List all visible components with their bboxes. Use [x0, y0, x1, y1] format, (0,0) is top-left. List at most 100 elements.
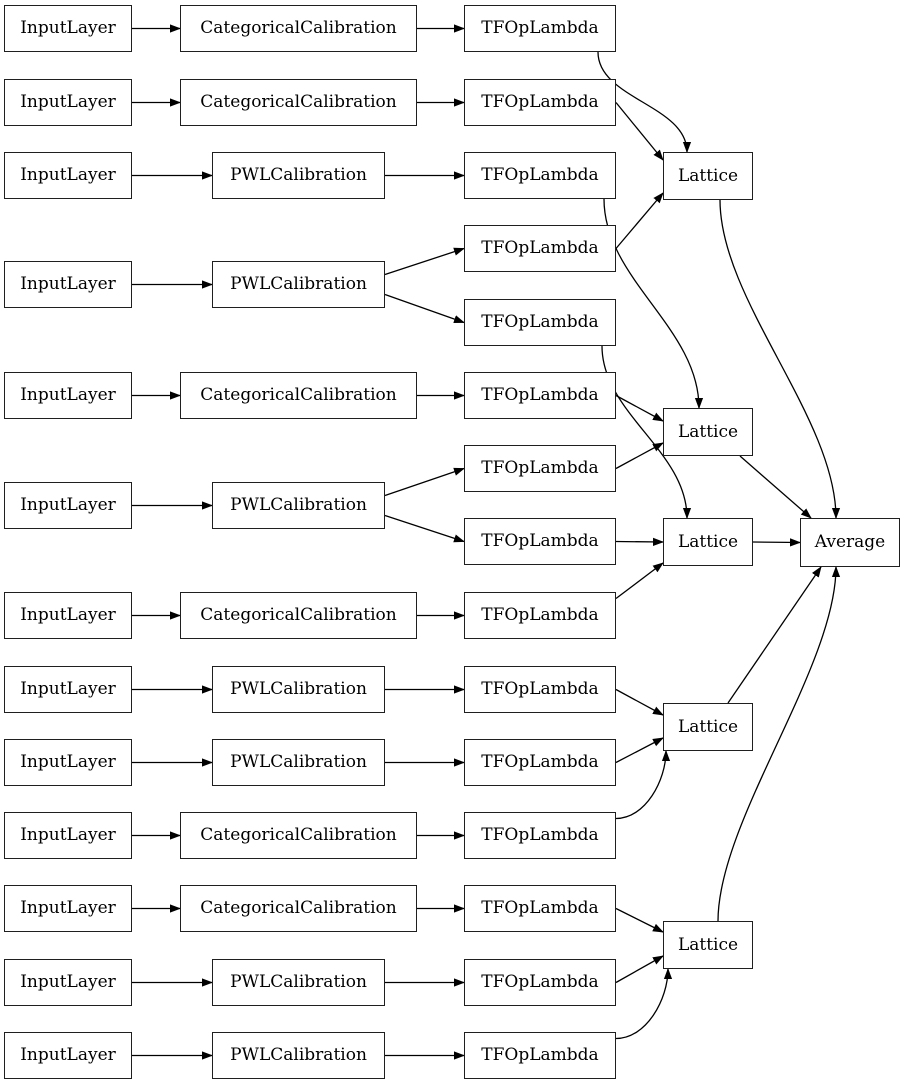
edge-lattice-4-to-average — [727, 566, 822, 704]
node-label: CategoricalCalibration — [200, 605, 397, 625]
node-calib-2: CategoricalCalibration — [180, 79, 417, 126]
node-calib-12: PWLCalibration — [212, 959, 385, 1006]
node-label: TFOpLambda — [481, 531, 599, 551]
node-label: Lattice — [677, 531, 739, 552]
node-calib-10: CategoricalCalibration — [180, 812, 417, 859]
node-calib-5: CategoricalCalibration — [180, 372, 417, 419]
edge-lambda-3-to-lattice-2 — [603, 198, 704, 409]
node-lambda-9: TFOpLambda — [464, 592, 616, 639]
edge-lattice-5-to-average — [717, 566, 841, 922]
edge-lambda-12-to-lattice-4 — [615, 750, 671, 820]
node-label: TFOpLambda — [481, 165, 599, 185]
edge-lambda-15-to-lattice-5 — [615, 968, 673, 1040]
node-input-11: InputLayer — [4, 885, 132, 932]
node-lambda-10: TFOpLambda — [464, 666, 616, 713]
node-label: TFOpLambda — [481, 752, 599, 772]
node-label: TFOpLambda — [481, 458, 599, 478]
node-lambda-13: TFOpLambda — [464, 885, 616, 932]
node-input-2: InputLayer — [4, 79, 132, 126]
node-calib-8: PWLCalibration — [212, 666, 385, 713]
node-label: Lattice — [677, 716, 739, 737]
node-label: TFOpLambda — [481, 238, 599, 258]
node-lambda-4: TFOpLambda — [464, 225, 616, 272]
node-input-1: InputLayer — [4, 5, 132, 52]
node-label: InputLayer — [20, 165, 116, 185]
edge-calib-6-to-lambda-7 — [384, 467, 465, 497]
node-input-10: InputLayer — [4, 812, 132, 859]
edge-lambda-14-to-lattice-5 — [615, 955, 664, 984]
node-input-9: InputLayer — [4, 739, 132, 786]
node-lambda-1: TFOpLambda — [464, 5, 616, 52]
edge-lambda-13-to-lattice-5 — [615, 907, 664, 933]
node-label: TFOpLambda — [481, 898, 599, 918]
node-label: InputLayer — [20, 752, 116, 772]
node-calib-13: PWLCalibration — [212, 1032, 385, 1079]
node-label: PWLCalibration — [230, 752, 367, 772]
node-calib-11: CategoricalCalibration — [180, 885, 417, 932]
node-label: CategoricalCalibration — [200, 385, 397, 405]
node-label: CategoricalCalibration — [200, 825, 397, 845]
node-label: InputLayer — [20, 92, 116, 112]
node-label: InputLayer — [20, 898, 116, 918]
edge-lattice-2-to-average — [739, 455, 812, 519]
node-input-7: InputLayer — [4, 592, 132, 639]
node-label: PWLCalibration — [230, 165, 367, 185]
node-lattice-3: Lattice — [663, 518, 753, 566]
edge-lambda-9-to-lattice-3 — [615, 562, 664, 600]
edge-lattice-1-to-average — [719, 199, 841, 519]
node-label: InputLayer — [20, 825, 116, 845]
node-label: InputLayer — [20, 18, 116, 38]
node-label: InputLayer — [20, 679, 116, 699]
edge-lambda-6-to-lattice-2 — [615, 394, 664, 422]
node-label: Average — [814, 532, 886, 552]
node-label: TFOpLambda — [481, 679, 599, 699]
edge-lambda-1-to-lattice-1 — [597, 51, 692, 153]
node-input-4: InputLayer — [4, 261, 132, 308]
node-label: CategoricalCalibration — [200, 898, 397, 918]
node-label: CategoricalCalibration — [200, 18, 397, 38]
node-label: InputLayer — [20, 495, 116, 515]
node-label: InputLayer — [20, 385, 116, 405]
node-label: TFOpLambda — [481, 385, 599, 405]
node-lambda-7: TFOpLambda — [464, 445, 616, 492]
node-input-13: InputLayer — [4, 1032, 132, 1079]
node-lambda-12: TFOpLambda — [464, 812, 616, 859]
node-calib-4: PWLCalibration — [212, 261, 385, 308]
node-input-5: InputLayer — [4, 372, 132, 419]
edge-lattice-3-to-average — [752, 538, 801, 547]
node-label: Lattice — [677, 165, 739, 186]
node-label: TFOpLambda — [481, 825, 599, 845]
node-input-8: InputLayer — [4, 666, 132, 713]
node-label: PWLCalibration — [230, 972, 367, 992]
edge-calib-4-to-lambda-5 — [384, 293, 465, 324]
node-calib-9: PWLCalibration — [212, 739, 385, 786]
node-input-6: InputLayer — [4, 482, 132, 529]
node-label: TFOpLambda — [481, 18, 599, 38]
edge-lambda-4-to-lattice-1 — [615, 192, 664, 249]
node-label: TFOpLambda — [481, 92, 599, 112]
node-label: PWLCalibration — [230, 679, 367, 699]
edge-lambda-8-to-lattice-3 — [615, 537, 664, 546]
edge-calib-6-to-lambda-8 — [384, 514, 465, 543]
node-label: Lattice — [677, 934, 739, 955]
node-label: Lattice — [677, 421, 739, 442]
edge-lambda-11-to-lattice-4 — [615, 737, 664, 764]
node-lambda-6: TFOpLambda — [464, 372, 616, 419]
node-calib-7: CategoricalCalibration — [180, 592, 417, 639]
node-label: PWLCalibration — [230, 495, 367, 515]
node-input-3: InputLayer — [4, 152, 132, 199]
node-lattice-1: Lattice — [663, 152, 753, 200]
node-calib-3: PWLCalibration — [212, 152, 385, 199]
node-label: TFOpLambda — [481, 972, 599, 992]
edge-lambda-5-to-lattice-3 — [601, 345, 692, 519]
node-average: Average — [800, 518, 900, 567]
node-label: InputLayer — [20, 274, 116, 294]
node-lambda-8: TFOpLambda — [464, 518, 616, 565]
node-lattice-4: Lattice — [663, 703, 753, 751]
edge-calib-4-to-lambda-4 — [384, 247, 465, 276]
node-lambda-11: TFOpLambda — [464, 739, 616, 786]
node-label: PWLCalibration — [230, 274, 367, 294]
node-label: TFOpLambda — [481, 312, 599, 332]
